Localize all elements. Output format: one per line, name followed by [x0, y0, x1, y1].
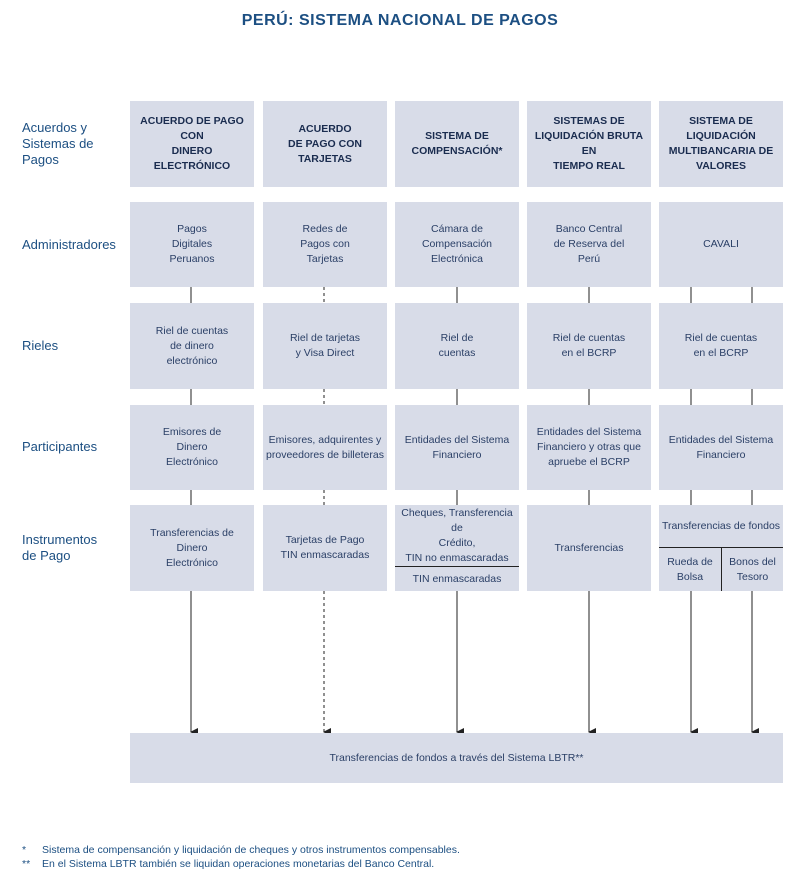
row-label-rieles: Rieles — [22, 338, 59, 353]
row-label-instrumentos: Instrumentos de Pago — [22, 532, 98, 563]
row-label-acuerdos: Acuerdos y Sistemas de Pagos — [22, 120, 94, 167]
instrumentos-valores-split — [721, 547, 722, 591]
lbtr-transfer-box: Transferencias de fondos a través del Si… — [130, 733, 783, 783]
instrumentos-tin-enmascaradas: TIN enmascaradas — [412, 572, 502, 585]
admin-cavali: CAVALI — [659, 202, 783, 287]
instrumentos-divider — [395, 566, 519, 567]
instrumentos-transferencias-lbtr: Transferencias — [527, 505, 651, 591]
row-label-participantes: Participantes — [22, 439, 98, 454]
footnote-1: *Sistema de compensanción y liquidación … — [22, 844, 460, 856]
row-label-administradores: Administradores — [22, 237, 116, 252]
instrumentos-transferencias-fondos: Transferencias de fondos — [661, 519, 781, 532]
footnote-2: **En el Sistema LBTR también se liquidan… — [22, 858, 435, 870]
diagram-title: PERÚ: SISTEMA NACIONAL DE PAGOS — [241, 12, 559, 29]
